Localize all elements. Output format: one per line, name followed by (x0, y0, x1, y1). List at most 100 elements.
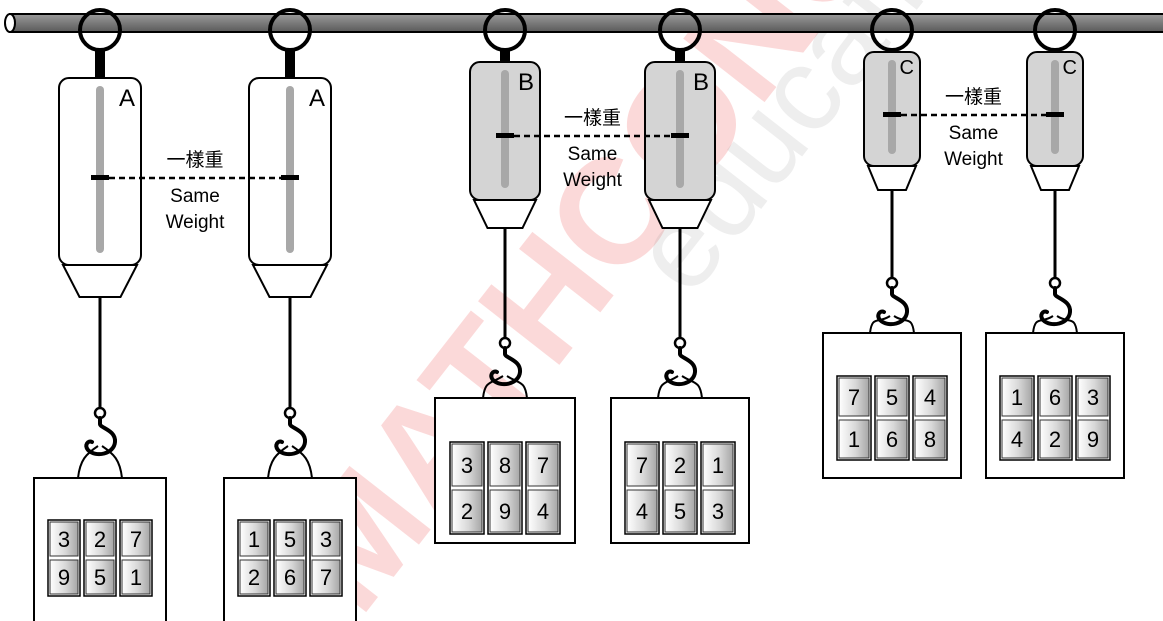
tile-digit: 5 (284, 527, 296, 552)
number-tile (527, 443, 559, 487)
scales-layer: A392571A125637B328974B742513C715648C1462… (33, 8, 1125, 621)
tile-column (449, 441, 485, 535)
tile-digit: 2 (248, 565, 260, 590)
bag-handle-right (681, 375, 703, 399)
tile-digit: 9 (1087, 427, 1099, 452)
number-tile (838, 419, 870, 459)
tile-digit: 1 (130, 565, 142, 590)
number-tile (49, 521, 79, 557)
scale-indicator-track (96, 86, 104, 253)
bag-handle-left (482, 375, 504, 399)
scale-cone (251, 264, 329, 298)
number-tile (1077, 419, 1109, 459)
tile-digit: 2 (94, 527, 106, 552)
tile-digit: 2 (674, 453, 686, 478)
tile-column (912, 375, 948, 461)
tile-column (237, 519, 271, 597)
weight-mark (91, 175, 109, 180)
same-weight-en-2: Weight (944, 149, 1004, 170)
tile-digit: 1 (1011, 385, 1023, 410)
tile-column (999, 375, 1035, 461)
tile-digit: 3 (320, 527, 332, 552)
number-tile (664, 443, 696, 487)
bag-handle-left (77, 445, 99, 479)
tile-digit: 2 (1049, 427, 1061, 452)
scale-indicator-track (286, 86, 294, 253)
number-tile (85, 559, 115, 595)
hook (1039, 286, 1072, 327)
bag-handle-right (506, 375, 528, 399)
tile-column (624, 441, 660, 535)
weight-mark (496, 133, 514, 138)
tile-digit: 7 (130, 527, 142, 552)
tile-digit: 4 (924, 385, 936, 410)
scale-cone (61, 264, 139, 298)
number-tile (275, 521, 305, 557)
scale-indicator-track (888, 60, 896, 154)
number-tile (85, 521, 115, 557)
tile-digit: 5 (886, 385, 898, 410)
bag-handle-left (1032, 315, 1054, 334)
same-weight-en-1: Same (170, 186, 220, 207)
hanger-stem (675, 48, 685, 66)
tile-digit: 9 (58, 565, 70, 590)
tile-digit: 5 (94, 565, 106, 590)
tile-column (83, 519, 117, 597)
number-tile (121, 559, 151, 595)
weight-mark (671, 133, 689, 138)
bag-handle-right (291, 445, 313, 479)
bag-handle-right (1056, 315, 1078, 334)
tile-digit: 7 (636, 453, 648, 478)
scale-letter: A (119, 85, 135, 112)
number-tile (702, 443, 734, 487)
weight-mark (281, 175, 299, 180)
number-tile (527, 489, 559, 533)
scale-letter: B (518, 69, 534, 96)
number-tile (49, 559, 79, 595)
number-tile (489, 443, 521, 487)
number-tile (1001, 377, 1033, 417)
hanger-stem (500, 48, 510, 66)
tile-digit: 6 (284, 565, 296, 590)
tile-digit: 7 (320, 565, 332, 590)
weight-mark (883, 112, 901, 117)
bag-handle-left (869, 315, 891, 334)
tile-digit: 4 (537, 499, 549, 524)
tile-column (273, 519, 307, 597)
tile-digit: 7 (848, 385, 860, 410)
scale-cone (1029, 165, 1081, 191)
tile-column (662, 441, 698, 535)
number-tile (239, 521, 269, 557)
tile-digit: 1 (712, 453, 724, 478)
spring-scale-1: A 3 92 57 1 (33, 8, 167, 621)
scale-indicator-track (676, 70, 684, 188)
tile-digit: 4 (636, 499, 648, 524)
scale-letter: C (1063, 57, 1077, 79)
hook (664, 346, 697, 387)
bag-handle-right (101, 445, 123, 479)
number-tile (121, 521, 151, 557)
number-tile (626, 489, 658, 533)
tile-digit: 4 (1011, 427, 1023, 452)
tile-column (309, 519, 343, 597)
tile-column (700, 441, 736, 535)
tile-digit: 3 (461, 453, 473, 478)
number-tile (664, 489, 696, 533)
number-tile (1077, 377, 1109, 417)
number-tile (1039, 419, 1071, 459)
scale-indicator-track (501, 70, 509, 188)
tile-digit: 3 (58, 527, 70, 552)
same-weight-zh: 一樣重 (945, 86, 1002, 108)
number-tile (876, 419, 908, 459)
number-tile (311, 521, 341, 557)
scale-indicator-track (1051, 60, 1059, 154)
hook (489, 346, 522, 387)
number-tile (451, 489, 483, 533)
